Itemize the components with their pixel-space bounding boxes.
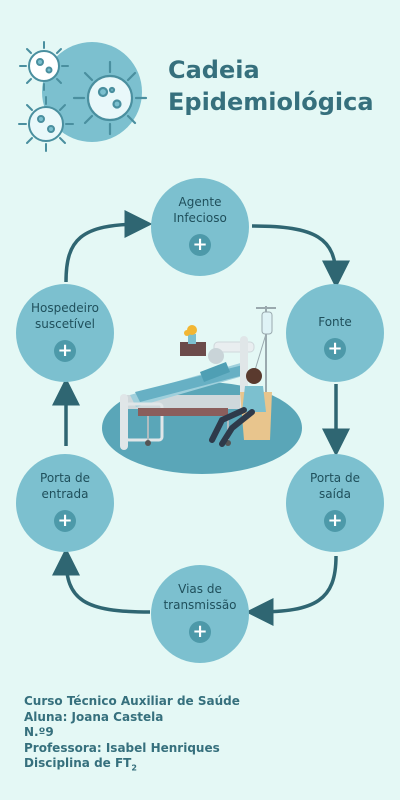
title-line-1: Cadeia	[168, 56, 260, 84]
expand-plus-icon[interactable]: +	[189, 621, 211, 643]
visitor-figure	[209, 368, 272, 447]
expand-plus-icon[interactable]: +	[189, 234, 211, 256]
teacher-name: Professora: Isabel Henriques	[24, 740, 220, 755]
footer-credits: Curso Técnico Auxiliar de Saúde Aluna: J…	[24, 694, 240, 776]
node-porta-de-saida: Porta de saída +	[286, 454, 384, 552]
node-label: Hospedeiro suscetível	[31, 301, 99, 331]
subject-label: Disciplina de FT	[24, 756, 132, 770]
node-label: Fonte	[318, 315, 352, 329]
bed-icon	[120, 336, 255, 450]
page-title: Cadeia Epidemiológica	[168, 54, 374, 118]
node-label: Porta de saída	[310, 471, 360, 501]
arrow-saida-to-vias	[245, 555, 338, 626]
virus-icon	[19, 41, 69, 91]
arrow-hospedeiro-to-agente	[64, 210, 153, 283]
node-fonte: Fonte +	[286, 284, 384, 382]
virus-icon	[72, 60, 148, 136]
node-label: Vias de transmissão	[163, 582, 237, 612]
expand-plus-icon[interactable]: +	[324, 338, 346, 360]
student-number: N.º9	[24, 725, 54, 739]
arrow-vias-to-entrada	[52, 547, 151, 614]
student-name: Aluna: Joana Castela	[24, 709, 164, 724]
subject-name: Disciplina de FT2	[24, 756, 240, 776]
node-label: Porta de entrada	[40, 471, 90, 501]
virus-icon	[18, 96, 74, 152]
subject-subscript: 2	[131, 763, 137, 773]
node-porta-de-entrada: Porta de entrada +	[16, 454, 114, 552]
expand-plus-icon[interactable]: +	[54, 340, 76, 362]
title-line-2: Epidemiológica	[168, 88, 374, 116]
node-label: Agente Infecioso	[173, 195, 227, 225]
node-agente-infecioso: Agente Infecioso +	[151, 178, 249, 276]
node-hospedeiro-suscetivel: Hospedeiro suscetível +	[16, 284, 114, 382]
flower-vase-icon	[180, 325, 206, 356]
expand-plus-icon[interactable]: +	[324, 510, 346, 532]
node-vias-de-transmissao: Vias de transmissão +	[151, 565, 249, 663]
expand-plus-icon[interactable]: +	[54, 510, 76, 532]
arrow-agente-to-fonte	[251, 224, 350, 289]
course-name: Curso Técnico Auxiliar de Saúde	[24, 694, 240, 708]
